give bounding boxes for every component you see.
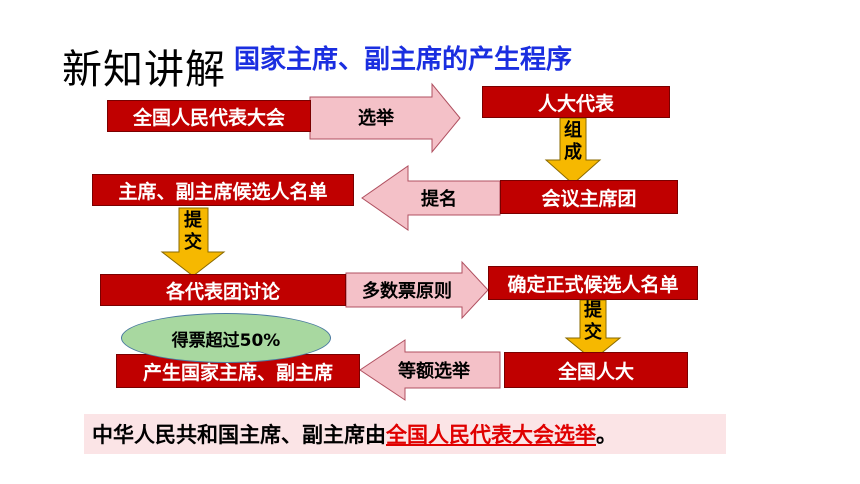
arrow-down-submit-left [160,207,226,277]
edge-label-form: 组 成 [561,120,585,164]
edge-label-submit-right-char-2: 交 [584,322,602,343]
edge-label-submit-left: 提 交 [181,210,205,254]
edge-label-elect: 选举 [358,108,394,129]
arrow-down-form [544,117,602,185]
edge-label-submit-left-char-2: 交 [184,232,202,253]
conclusion-highlight-verb: 选举 [554,423,596,447]
edge-label-submit-left-char-1: 提 [184,210,202,231]
node-delegation-discussion: 各代表团讨论 [100,274,346,306]
edge-label-submit-right: 提 交 [581,300,605,344]
arrow-left-equal [359,339,501,401]
arrow-left-nominate [361,165,501,231]
edge-label-form-char-2: 成 [564,142,582,163]
node-npc: 全国人大 [504,352,688,388]
node-presidium: 会议主席团 [500,180,678,214]
node-candidate-list: 主席、副主席候选人名单 [92,174,354,206]
node-npc-congress: 全国人民代表大会 [107,100,311,132]
node-formal-candidate-list: 确定正式候选人名单 [488,266,698,300]
condition-ellipse: 得票超过50% [121,313,331,363]
edge-label-equal-election: 等额选举 [398,361,470,382]
edge-label-submit-right-char-1: 提 [584,300,602,321]
conclusion-highlight-body: 全国人民代表大会 [386,423,554,447]
edge-label-nominate: 提名 [421,189,457,210]
edge-label-form-char-1: 组 [564,120,582,141]
page-subtitle: 国家主席、副主席的产生程序 [234,45,573,75]
conclusion-banner: 中华人民共和国主席、副主席由全国人民代表大会选举。 [84,414,726,454]
arrow-right-elect [309,82,461,154]
arrow-right-majority [345,260,489,320]
conclusion-suffix: 。 [596,423,617,447]
arrow-down-submit-right [564,299,622,361]
conclusion-prefix: 中华人民共和国主席、副主席由 [92,423,386,447]
edge-label-majority: 多数票原则 [362,281,452,302]
page-title: 新知讲解 [62,47,226,93]
node-npc-deputies: 人大代表 [482,86,670,118]
